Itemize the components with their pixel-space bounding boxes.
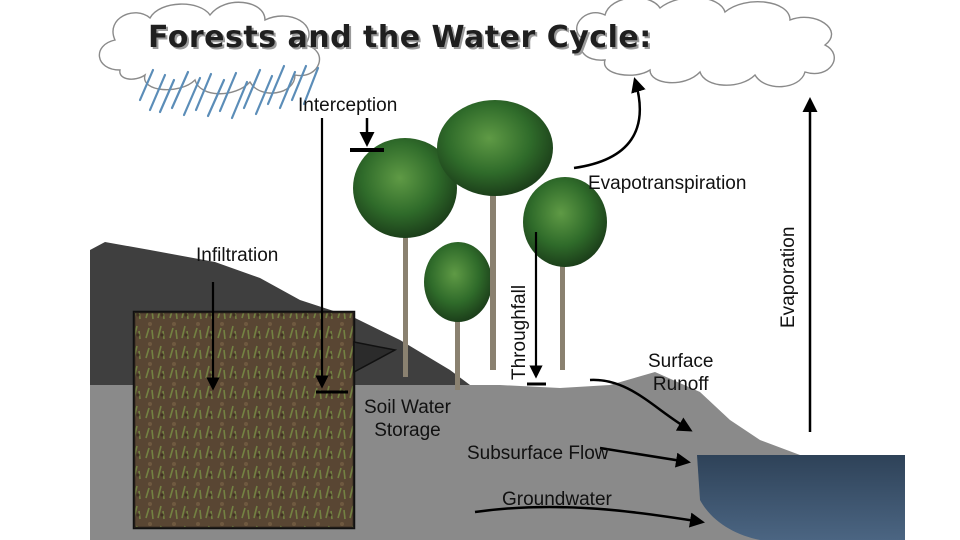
label-subsurface-flow: Subsurface Flow (467, 442, 609, 465)
label-evapotranspiration: Evapotranspiration (588, 172, 746, 195)
label-infiltration: Infiltration (196, 244, 278, 267)
label-groundwater: Groundwater (502, 488, 612, 511)
diagram-title: Forests and the Water Cycle: (148, 20, 652, 55)
water-body (697, 455, 905, 540)
label-surface-runoff: Surface Runoff (648, 350, 713, 396)
label-soil-water-storage: Soil Water Storage (364, 396, 451, 442)
label-surface-runoff-line1: Surface (648, 350, 713, 373)
label-surface-runoff-line2: Runoff (648, 373, 713, 396)
label-evaporation: Evaporation (777, 227, 800, 328)
label-soil-water-storage-line1: Soil Water (364, 396, 451, 419)
label-interception: Interception (298, 94, 397, 117)
label-throughfall: Throughfall (508, 285, 531, 380)
label-soil-water-storage-line2: Storage (364, 419, 451, 442)
evapotranspiration-arrow (574, 80, 640, 168)
